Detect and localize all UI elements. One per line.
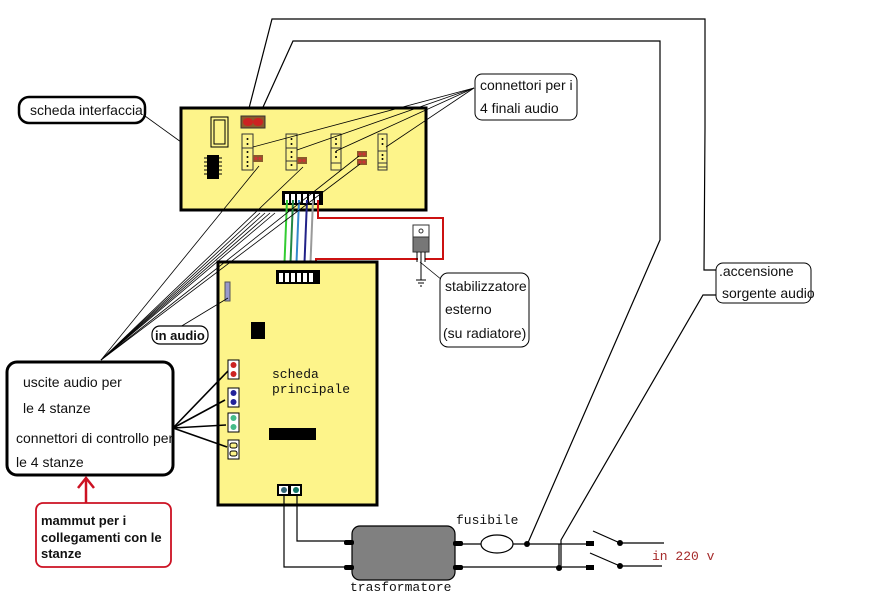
- red-arrow: [77, 475, 95, 503]
- svg-text:connettori di controllo per: connettori di controllo per: [16, 430, 174, 446]
- main-board-label-1: scheda: [272, 367, 319, 382]
- svg-text:mammut per i: mammut per i: [41, 513, 126, 528]
- svg-text:connettori per i: connettori per i: [480, 77, 573, 93]
- svg-text:4 finali audio: 4 finali audio: [480, 100, 559, 116]
- room-connector-3: [227, 412, 240, 433]
- interface-slot: [210, 116, 229, 148]
- amp-connector-4: [377, 133, 388, 171]
- transformer-label: trasformatore: [350, 580, 451, 594]
- callout-audio-in: in audio: [151, 325, 209, 345]
- room-connector-leaders: [172, 370, 229, 448]
- main-ribbon-connector: [276, 270, 320, 284]
- svg-text:in audio: in audio: [155, 328, 205, 343]
- main-chip-large: [269, 428, 316, 440]
- amp-connector-1: [241, 133, 263, 171]
- callout-outputs-controls: uscite audio per le 4 stanze connettori …: [5, 360, 175, 477]
- callout-power-on: .accensione sorgente audio: [715, 262, 815, 304]
- mains-input-label: in 220 v: [652, 549, 715, 564]
- transformer: [344, 525, 463, 581]
- callout-terminal-blocks: mammut per i collegamenti con le stanze: [35, 502, 172, 568]
- leader-lines: [100, 87, 475, 361]
- main-board: scheda principale: [216, 260, 379, 507]
- junction-dots: [524, 540, 623, 571]
- svg-text:uscite audio per: uscite audio per: [23, 374, 122, 390]
- callout-stabilizer: stabilizzatore esterno (su radiatore): [439, 272, 530, 348]
- ground-icon: [416, 279, 426, 287]
- power-in-connector: [277, 484, 302, 496]
- interface-ribbon-connector: [282, 191, 323, 205]
- room-connector-2: [227, 387, 240, 408]
- fuse: [480, 534, 514, 554]
- svg-text:stanze: stanze: [41, 546, 81, 561]
- room-connector-4: [227, 439, 240, 460]
- fuse-label: fusibile: [456, 513, 518, 528]
- voltage-regulator: [412, 224, 430, 287]
- wire-accensione-down: [560, 294, 716, 570]
- svg-text:le 4 stanze: le 4 stanze: [23, 400, 91, 416]
- amp-connector-3: [330, 133, 367, 171]
- svg-text:esterno: esterno: [445, 301, 492, 317]
- svg-text:stabilizzatore: stabilizzatore: [445, 278, 527, 294]
- regulator-wire: [317, 200, 444, 260]
- svg-text:le 4 stanze: le 4 stanze: [16, 454, 84, 470]
- room-connector-1: [227, 359, 240, 380]
- audio-in-jack: [224, 281, 231, 302]
- interface-board: [179, 106, 428, 212]
- svg-text:scheda interfaccia: scheda interfaccia: [30, 102, 143, 118]
- svg-text:.accensione: .accensione: [719, 263, 794, 279]
- main-board-label-2: principale: [272, 382, 350, 397]
- svg-text:sorgente audio: sorgente audio: [722, 285, 815, 301]
- callout-interface-board: scheda interfaccia: [17, 95, 147, 125]
- main-chip-small: [251, 322, 265, 339]
- svg-text:collegamenti con le: collegamenti con le: [41, 530, 162, 545]
- wire-power-on-outer: [246, 18, 716, 271]
- callout-amp-connectors: connettori per i 4 finali audio: [474, 73, 578, 121]
- svg-text:(su radiatore): (su radiatore): [443, 325, 526, 341]
- amp-connector-2: [285, 133, 307, 171]
- interface-ic-chip: [207, 155, 219, 179]
- wire-power-on-inner: [258, 40, 661, 546]
- power-on-wires: [246, 18, 716, 570]
